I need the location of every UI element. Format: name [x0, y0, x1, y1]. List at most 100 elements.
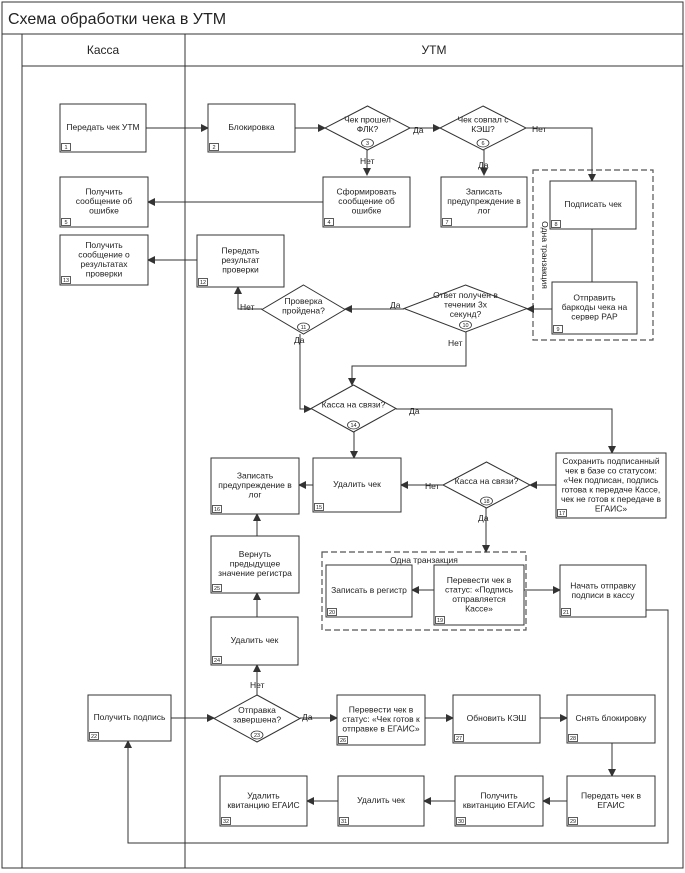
step-number-box	[314, 503, 324, 511]
process-box	[551, 281, 638, 335]
node-label-line: Отправка	[238, 705, 276, 715]
edge-label: Нет	[240, 302, 255, 312]
step-number: 7	[445, 220, 448, 226]
step-number-box	[459, 320, 472, 330]
node-label-line: Отправить	[573, 293, 616, 303]
node-label-line: статус: «Подпись	[445, 584, 514, 594]
node-label-line: баркоды чека на	[562, 302, 628, 312]
step-number-box	[568, 817, 578, 825]
node-label: Касса на связи?	[455, 476, 519, 486]
edge-label: Да	[478, 513, 489, 523]
step-number-box	[250, 730, 264, 740]
process-box	[196, 234, 285, 288]
node-label: Обновить КЭШ	[467, 713, 527, 723]
process-box	[337, 775, 425, 827]
step-number-box	[212, 505, 222, 513]
node-label-line: Удалить чек	[357, 795, 405, 805]
step-number: 20	[329, 610, 335, 616]
edge-label: Да	[390, 300, 401, 310]
node-label-line: Удалить чек	[333, 479, 381, 489]
edge-6-8	[526, 127, 596, 182]
edge-11-14	[299, 334, 312, 413]
step-number-box	[89, 732, 99, 740]
step-number-box	[212, 656, 222, 664]
step-number: 13	[63, 278, 69, 284]
step-number: 29	[570, 819, 576, 825]
step-number-box	[561, 608, 571, 616]
process-box	[59, 103, 147, 153]
node-label-line: статус: «Чек готов к	[342, 714, 420, 724]
step-number-box	[442, 218, 452, 226]
process-box	[440, 176, 528, 228]
node-label: Блокировка	[228, 122, 275, 132]
step-number: 32	[223, 819, 229, 825]
node-label: Удалить чек	[333, 479, 381, 489]
node-label-line: Ответ получен в	[433, 290, 498, 300]
step-number: 17	[559, 511, 565, 517]
node-label-line: Сохранить подписанный	[562, 456, 660, 466]
group-sign-transaction	[532, 169, 654, 341]
process-box	[454, 775, 544, 827]
node-label-line: Проверка	[284, 296, 322, 306]
edge-label: Нет	[360, 156, 375, 166]
node-label: Получить подпись	[94, 712, 166, 722]
node-label-line: подписи в кассу	[571, 590, 635, 600]
edge-labels-layer: Да Нет Нет Да Да Нет Нет Да Да Нет Да Да…	[240, 124, 547, 722]
node-label-line: Получить подпись	[94, 712, 166, 722]
edges-layer	[124, 124, 669, 844]
step-number: 24	[214, 658, 220, 664]
process-box	[59, 176, 149, 228]
step-number: 28	[570, 736, 576, 742]
node-label-line: течении 3х	[444, 300, 488, 310]
node-label-line: ФЛК?	[357, 124, 379, 134]
node-label-line: проверки	[86, 268, 123, 278]
step-number-box	[61, 218, 71, 226]
node-label-line: ошибке	[89, 206, 119, 216]
step-number: 4	[327, 220, 330, 226]
decision-diamond	[323, 105, 412, 151]
node-label-line: проверки	[222, 265, 259, 275]
step-number-box	[347, 420, 360, 430]
node-label-line: Касса на связи?	[455, 476, 519, 486]
step-number-box	[456, 817, 466, 825]
node-label-line: отправке в ЕГАИС»	[342, 724, 419, 734]
lane-header-utm: УТМ	[422, 43, 447, 57]
process-box	[219, 775, 308, 827]
step-number: 10	[462, 323, 468, 329]
process-box	[566, 694, 656, 744]
node-label-line: пройдена?	[282, 305, 325, 315]
edge-label: Нет	[250, 680, 265, 690]
process-box	[555, 452, 667, 519]
edge-10-14	[348, 332, 467, 386]
node-label-line: Записать в регистр	[331, 585, 407, 595]
node-label-line: Передать	[222, 246, 260, 256]
node-label-line: ЕГАИС»	[595, 503, 628, 513]
process-box	[559, 564, 647, 618]
node-label-line: отправляется	[452, 594, 506, 604]
step-number-box	[209, 143, 219, 151]
group-sign-label: Одна транзакция	[540, 221, 550, 289]
